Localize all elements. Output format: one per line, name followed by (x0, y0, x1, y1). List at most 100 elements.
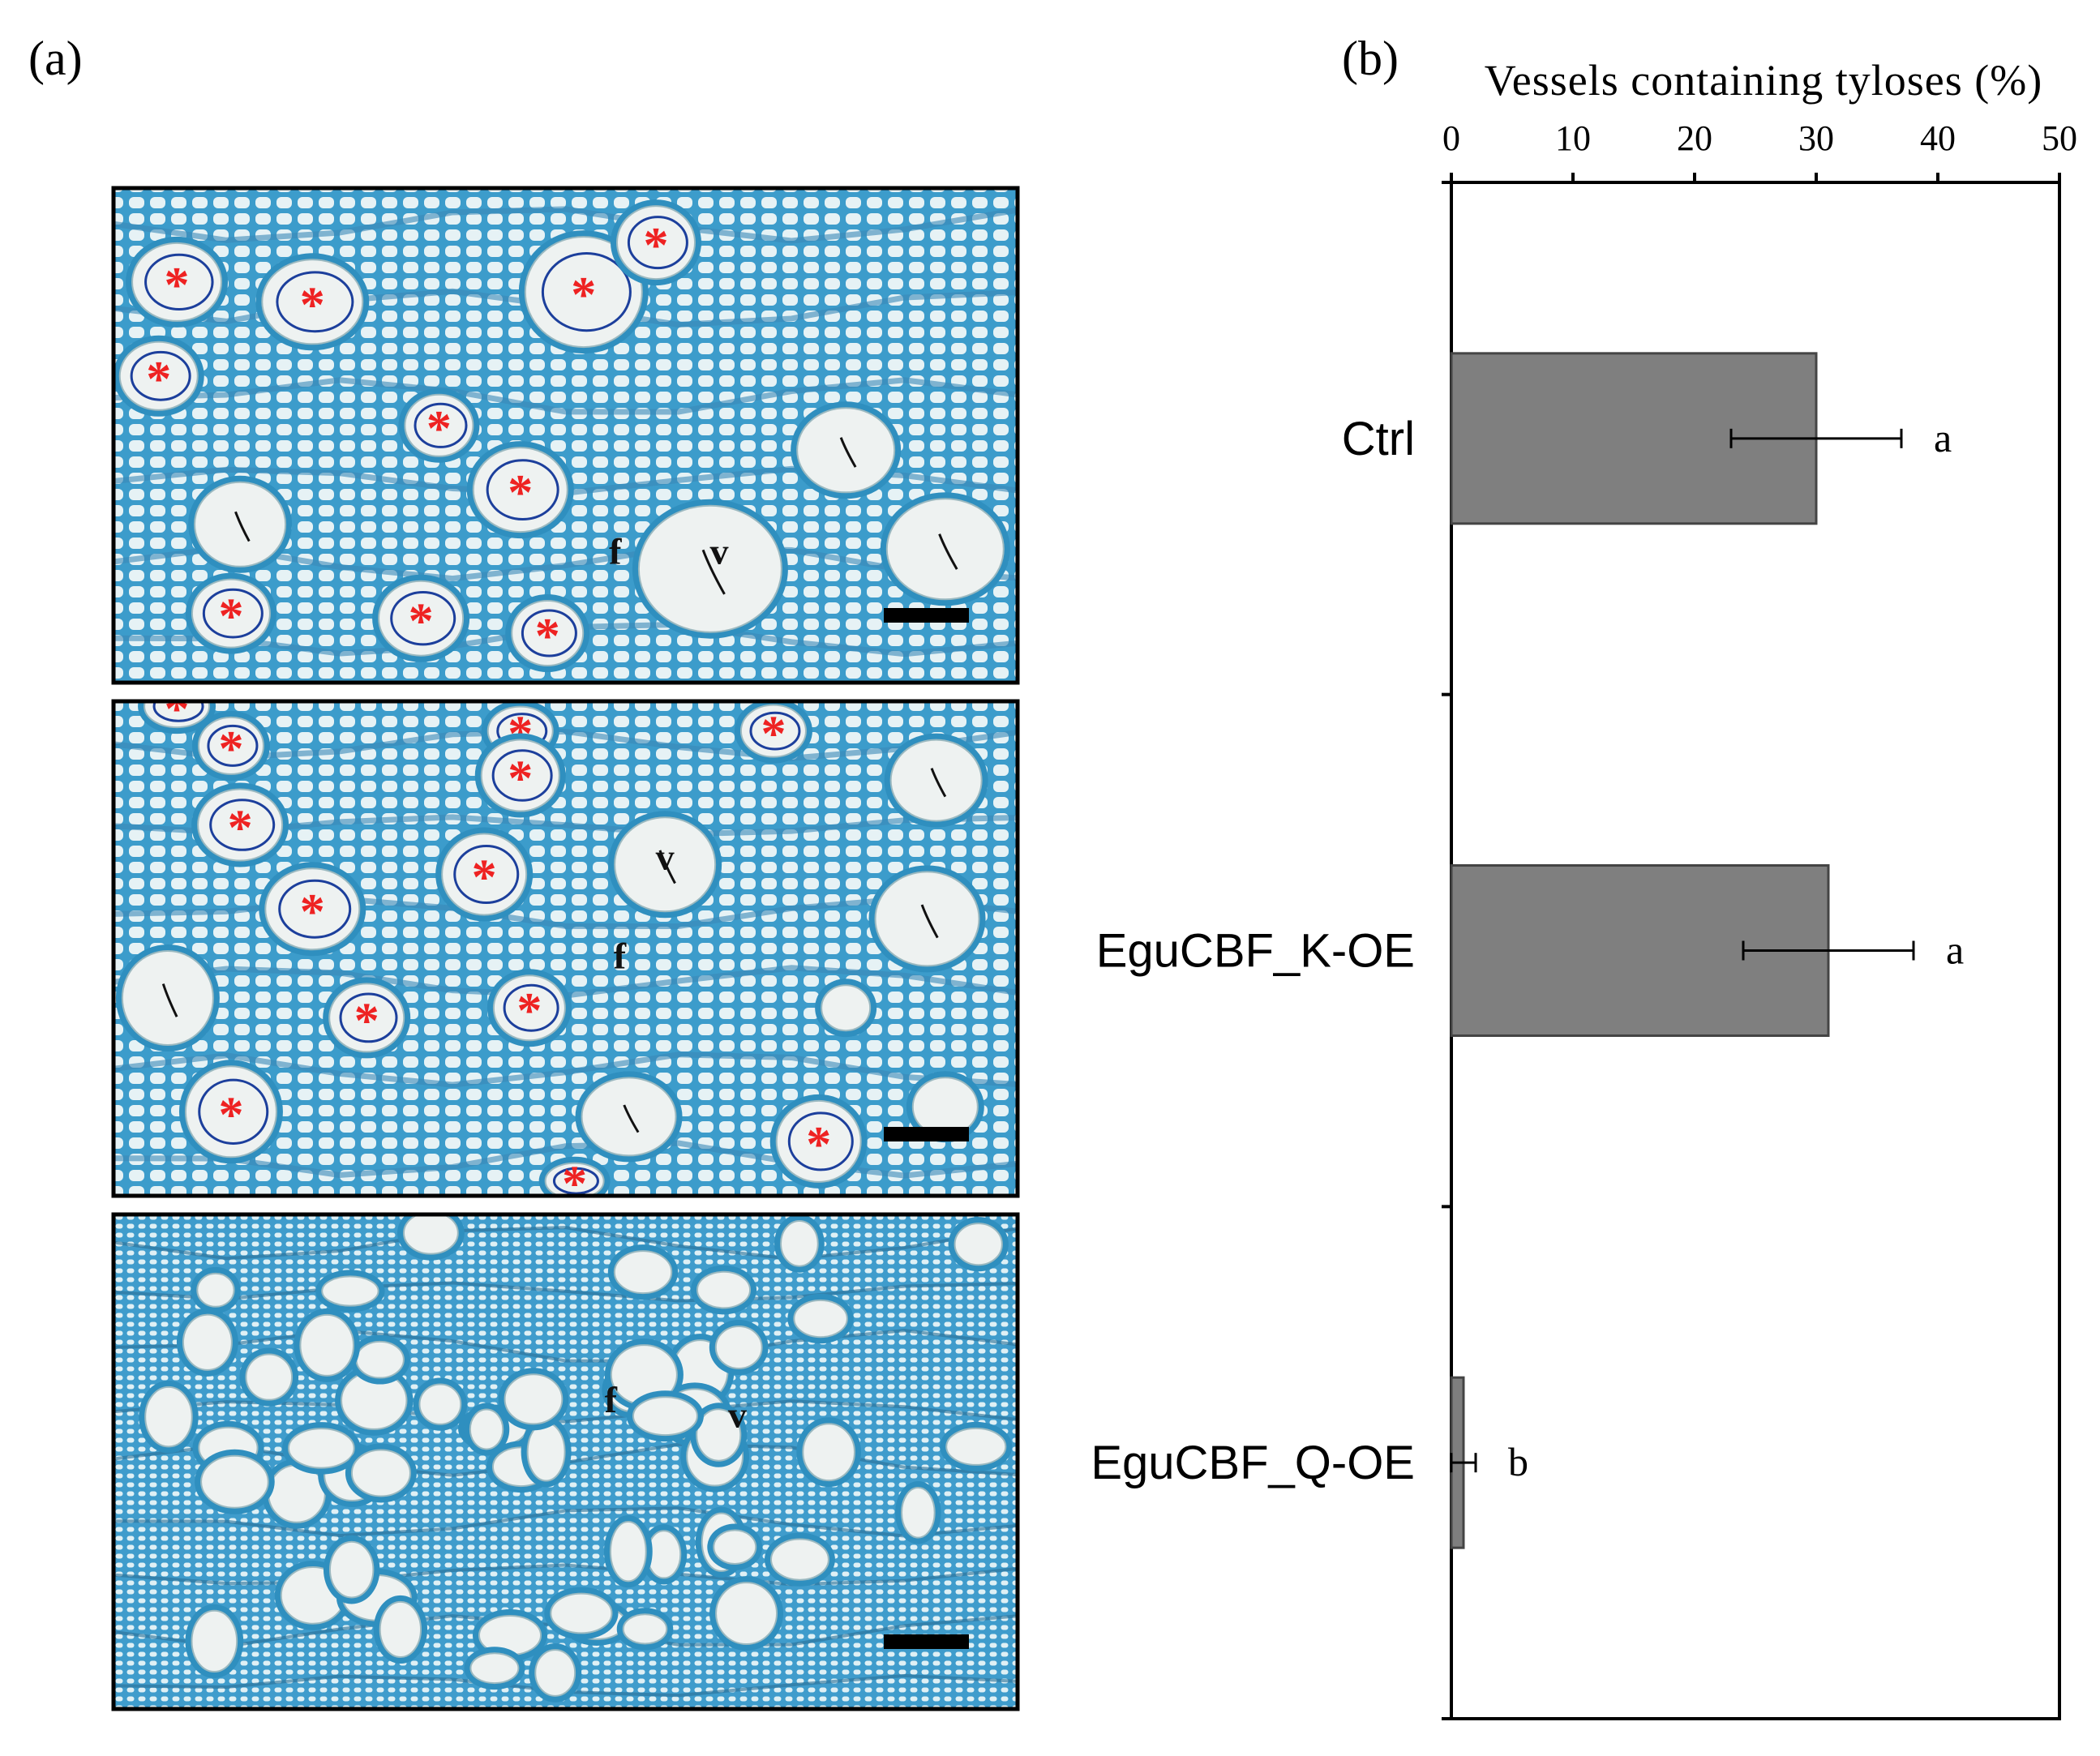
x-tick-label: 40 (1920, 118, 1956, 158)
ray-band (114, 206, 1018, 244)
tylose-membrane (453, 845, 520, 904)
vessel-lumen (622, 1613, 668, 1645)
vessel-lumen (321, 1275, 379, 1307)
vessel-lumen (780, 1219, 819, 1267)
micrograph-stack: **********fv *************fv fv (111, 186, 1020, 1711)
category-label: Ctrl (1342, 413, 1415, 465)
vessel-lumen (609, 1521, 647, 1583)
tylose-membrane (521, 609, 577, 657)
micrograph-tissue: *************fv (114, 682, 1018, 1212)
vessel-lumen (200, 1454, 269, 1509)
vessel-lumen (288, 1428, 355, 1469)
tylose-asterisk: * (218, 1087, 243, 1142)
vessel-lumen (144, 1386, 193, 1448)
tissue-label-v: v (710, 531, 729, 572)
scale-bar (884, 1634, 969, 1649)
vessel-lumen (945, 1427, 1007, 1466)
tylose-asterisk: * (165, 682, 190, 737)
tylose-membrane (152, 701, 204, 722)
significance-letter: b (1508, 1439, 1528, 1484)
vessel-lumen (793, 1299, 848, 1338)
vessel-lumen (534, 1649, 576, 1697)
scale-bar (884, 1127, 969, 1141)
ray-band (114, 377, 1018, 415)
vessel-lumen (144, 701, 211, 729)
tylose-asterisk: * (146, 352, 171, 407)
panel-b-label: (b) (1342, 32, 1399, 85)
micrograph-frame (111, 186, 1020, 685)
tylose-membrane (202, 588, 264, 639)
tylose-asterisk: * (426, 401, 452, 456)
tylose-membrane (491, 749, 553, 802)
tissue-label-f: f (614, 935, 627, 976)
vessel-lumen (526, 1422, 566, 1482)
tylose-membrane (627, 216, 688, 270)
vessel-lumen (379, 1600, 422, 1659)
x-tick-label: 50 (2042, 118, 2077, 158)
vessel-lumen (802, 1423, 855, 1482)
vessel-lumen (182, 1313, 233, 1371)
vessel-fold (930, 768, 947, 798)
chart-title: Vessels containing tyloses (%) (1485, 56, 2042, 105)
tylose-asterisk: * (409, 594, 434, 649)
vessel-fold (161, 983, 178, 1017)
vessel-lumen (403, 1214, 459, 1255)
micrograph-frame (111, 1212, 1020, 1711)
ray-band (114, 1051, 1018, 1088)
bar-series: a a b (1450, 352, 1964, 1549)
micrograph-k-oe: *************fv (111, 682, 1020, 1212)
vessel-lumen (191, 1609, 238, 1673)
tylose-asterisk: * (644, 218, 669, 273)
tylose-asterisk: * (535, 609, 560, 664)
vessel-lumen (355, 1340, 405, 1379)
y-axis-ticks (1442, 181, 1451, 1720)
x-tick-label: 0 (1442, 118, 1460, 158)
significance-letter: a (1934, 415, 1952, 460)
vessel-lumen (713, 1529, 757, 1565)
tylose-asterisk: * (228, 801, 253, 856)
tylose-asterisk: * (806, 1117, 831, 1172)
tissue-label-f: f (609, 531, 622, 572)
tylose-asterisk: * (165, 258, 190, 313)
vessel-lumen (245, 1353, 294, 1401)
vessel-lumen (770, 1538, 829, 1581)
tylose-membrane (541, 252, 632, 332)
tylose-asterisk: * (562, 1157, 587, 1212)
vessel-fold (938, 533, 958, 570)
ray-band (114, 1506, 1018, 1538)
tissue-label-v: v (728, 1394, 747, 1435)
tylose-asterisk: * (218, 722, 243, 777)
ray-band (114, 1329, 1018, 1363)
vessel-lumen (550, 1592, 613, 1634)
vessel-fold (234, 511, 251, 542)
tylose-membrane (390, 591, 456, 646)
tylose-membrane (278, 879, 352, 939)
vessel-lumen (350, 1449, 411, 1497)
vessel-lumen (469, 1652, 520, 1685)
tylose-membrane (503, 983, 559, 1032)
tylose-asterisk: * (508, 752, 533, 807)
panel-a-label: (a) (28, 32, 83, 85)
micrograph-frame (111, 699, 1020, 1198)
significance-letter: a (1946, 927, 1964, 973)
vessel-fold (658, 850, 676, 884)
tylose-asterisk: * (761, 707, 786, 762)
vessel-lumen (196, 1272, 235, 1308)
tylose-membrane (486, 459, 559, 520)
tylose-membrane (339, 992, 398, 1043)
tylose-membrane (130, 350, 191, 401)
category-label: EguCBF_K-OE (1096, 925, 1415, 978)
tylose-membrane (414, 402, 468, 448)
vessel-lumen (715, 1582, 778, 1646)
vessel-lumen (821, 984, 872, 1032)
tylose-asterisk: * (571, 268, 596, 323)
vessel-lumen (714, 1326, 763, 1370)
vessel-fold (623, 1104, 640, 1133)
vessel-lumen (469, 1408, 504, 1450)
